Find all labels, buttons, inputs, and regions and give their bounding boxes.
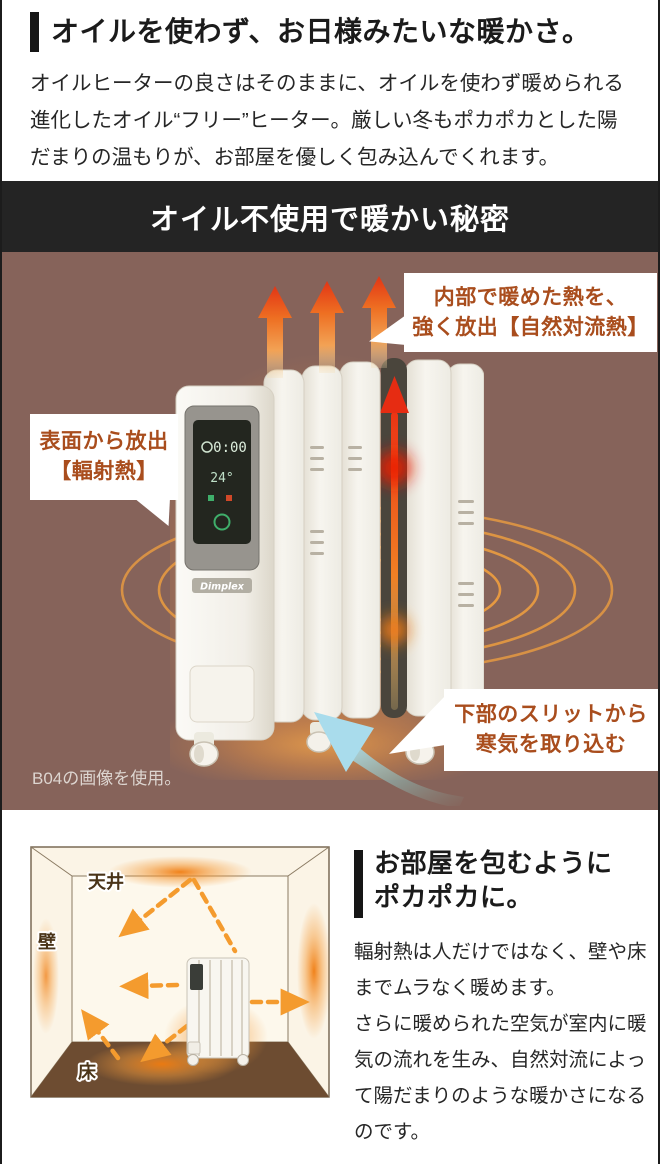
room-paragraph-line2: さらに暖められた空気が室内に暖気の流れを生み、自然対流によって陽だまりのような暖… (354, 1013, 647, 1143)
room-diagram: 天井 壁 床 (30, 846, 330, 1098)
heading-accent-bar (354, 850, 363, 918)
intro-paragraph: オイルヒーターの良さはそのままに、オイルを使わず暖められる進化したオイル“フリー… (30, 72, 624, 169)
room-paragraph-line1: 輻射熱は人だけではなく、壁や床までムラなく暖めます。 (354, 941, 647, 999)
callout-radiant-line1: 表面から放出 (39, 430, 169, 453)
room-section: 天井 壁 床 お部屋を包むように ポカポカに。 輻射熱は人だけではなく、壁や床ま… (2, 810, 658, 1164)
room-heading-line1: お部屋を包むように (374, 848, 613, 878)
page-title: オイルを使わず、お日様みたいな暖かさ。 (51, 16, 591, 48)
intro-section: オイルを使わず、お日様みたいな暖かさ。 オイルヒーターの良さはそのままに、オイル… (2, 0, 658, 181)
callout-intake-line1: 下部のスリットから (454, 703, 648, 726)
cold-air-arrow-icon (314, 712, 464, 806)
heater-display-temp: 24° (210, 471, 233, 486)
heater-brand-label: Dimplex (200, 582, 245, 593)
room-heading-row: お部屋を包むように ポカポカに。 (354, 846, 650, 918)
intro-title-row: オイルを使わず、お日様みたいな暖かさ。 (30, 12, 634, 52)
up-arrow-icon (362, 276, 396, 368)
heat-arrows-icon (258, 276, 396, 378)
room-text-block: お部屋を包むように ポカポカに。 輻射熱は人だけではなく、壁や床までムラなく暖め… (354, 846, 650, 1164)
image-caption: B04の画像を使用。 (32, 769, 182, 788)
callout-convection: 内部で暖めた熱を、 強く放出【自然対流熱】 (369, 273, 657, 352)
room-heading: お部屋を包むように ポカポカに。 (374, 846, 613, 918)
callout-convection-line1: 内部で暖めた熱を、 (433, 285, 628, 309)
callout-radiant: 表面から放出 【輻射熱】 (30, 414, 178, 526)
callout-intake: 下部のスリットから 寒気を取り込む (389, 689, 658, 771)
callout-intake-line2: 寒気を取り込む (475, 733, 627, 756)
label-floor: 床 (78, 1062, 97, 1083)
up-arrow-icon (310, 281, 344, 373)
heater-display-timer: 0:00 (213, 440, 247, 456)
label-ceiling: 天井 (88, 871, 124, 893)
secret-banner: オイル不使用で暖かい秘密 (2, 181, 658, 252)
label-wall: 壁 (38, 932, 56, 953)
mini-heater (186, 957, 250, 1066)
timer-icon (201, 441, 213, 453)
heater-control-panel: 0:00 24° (184, 405, 260, 571)
up-arrow-icon (258, 286, 292, 378)
banner-title: オイル不使用で暖かい秘密 (149, 203, 510, 236)
callout-convection-line2: 強く放出【自然対流熱】 (412, 315, 649, 339)
room-heading-line2: ポカポカに。 (374, 882, 534, 912)
title-accent-bar (30, 12, 39, 52)
heater-illustration: 0:00 24° Dimplex (170, 353, 484, 780)
heat-diagram-section: 0:00 24° Dimplex (2, 252, 658, 810)
room-paragraph: 輻射熱は人だけではなく、壁や床までムラなく暖めます。 さらに暖められた空気が室内… (354, 934, 650, 1150)
power-button-icon (213, 513, 231, 531)
callout-radiant-line2: 【輻射熱】 (50, 460, 158, 483)
